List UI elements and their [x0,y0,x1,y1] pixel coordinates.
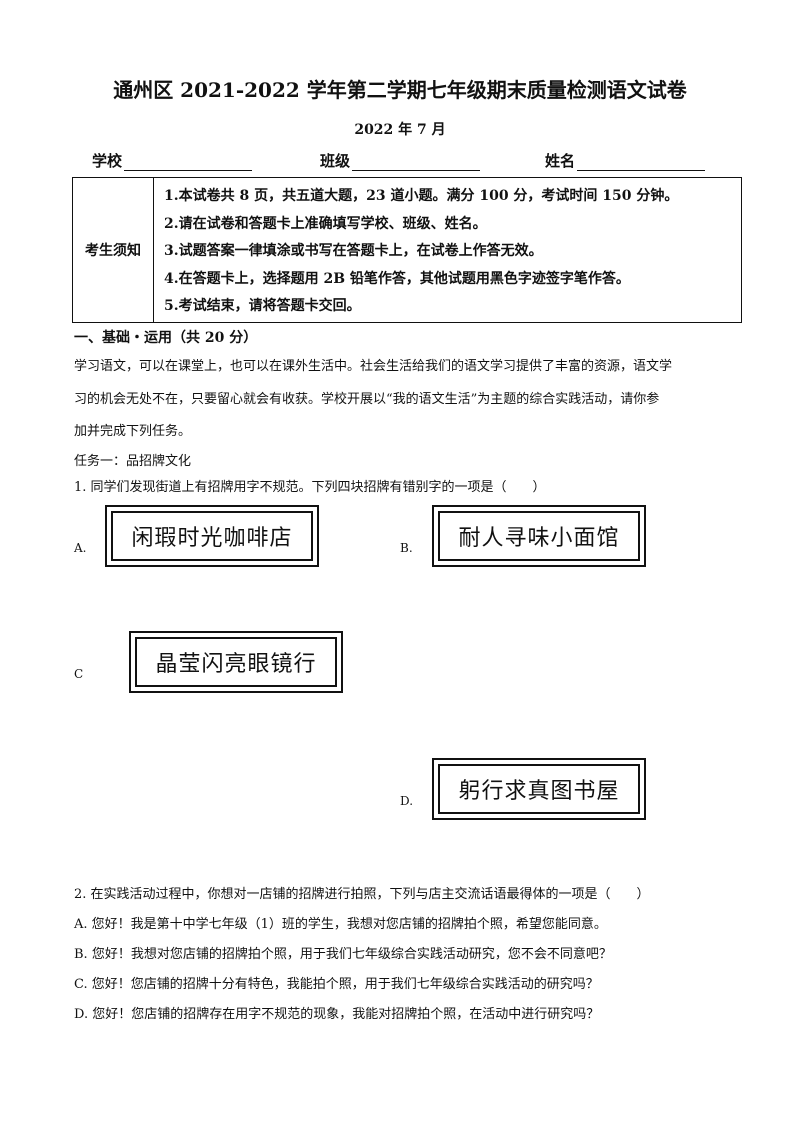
option-d-signboard[interactable]: 躬行求真图书屋 [432,758,646,820]
question-2-option-a[interactable]: A. 您好！我是第十中学七年级（1）班的学生，我想对您店铺的招牌拍个照，希望您能… [74,917,607,932]
question-2-option-b[interactable]: B. 您好！我想对您店铺的招牌拍个照，用于我们七年级综合实践活动研究，您不会不同… [74,947,612,962]
question-2-stem: 2. 在实践活动过程中，你想对一店铺的招牌进行拍照，下列与店主交流话语最得体的一… [74,887,650,902]
school-field: 学校 [92,150,253,171]
notice-rule: 5.考试结束，请将答题卡交回。 [164,298,361,314]
name-label: 姓名 [545,152,576,170]
notice-box: 考生须知 1.本试卷共 8 页，共五道大题，23 道小题。满分 100 分，考试… [72,177,742,323]
option-b-sign-text: 耐人寻味小面馆 [438,511,640,561]
option-b-signboard[interactable]: 耐人寻味小面馆 [432,505,646,567]
notice-rule: 4.在答题卡上，选择题用 2B 铅笔作答，其他试题用黑色字迹签字笔作答。 [164,270,630,287]
school-label: 学校 [92,152,123,170]
task-heading: 任务一：品招牌文化 [74,454,192,469]
school-blank [124,154,253,171]
option-c-signboard[interactable]: 晶莹闪亮眼镜行 [129,631,343,693]
option-b-label[interactable]: B. [400,541,413,555]
class-label: 班级 [320,152,351,170]
notice-rule: 1.本试卷共 8 页，共五道大题，23 道小题。满分 100 分，考试时间 15… [164,188,679,204]
question-1-stem: 1. 同学们发现街道上有招牌用字不规范。下列四块招牌有错别字的一项是（ ） [74,480,546,495]
question-2-option-d[interactable]: D. 您好！您店铺的招牌存在用字不规范的现象，我能对招牌拍个照，在活动中进行研究… [74,1007,600,1022]
option-d-label[interactable]: D. [400,794,414,808]
notice-rules: 1.本试卷共 8 页，共五道大题，23 道小题。满分 100 分，考试时间 15… [164,183,678,321]
class-field: 班级 [320,150,481,171]
name-blank [577,154,706,171]
option-c-label[interactable]: C [74,667,84,681]
intro-line: 学习语文，可以在课堂上，也可以在课外生活中。社会生活给我们的语文学习提供了丰富的… [74,359,673,374]
notice-rule: 2.请在试卷和答题卡上准确填写学校、班级、姓名。 [164,215,487,232]
notice-heading: 考生须知 [73,178,154,322]
option-c-sign-text: 晶莹闪亮眼镜行 [135,637,337,687]
option-a-signboard[interactable]: 闲瑕时光咖啡店 [105,505,319,567]
class-blank [352,154,481,171]
option-d-sign-text: 躬行求真图书屋 [438,764,640,814]
page-title: 通州区 2021-2022 学年第二学期七年级期末质量检测语文试卷 [113,78,687,102]
intro-line: 习的机会无处不在，只要留心就会有收获。学校开展以“我的语文生活”为主题的综合实践… [74,392,660,407]
option-a-sign-text: 闲瑕时光咖啡店 [111,511,313,561]
exam-date: 2022 年 7 月 [354,122,446,138]
intro-line: 加并完成下列任务。 [74,424,192,439]
notice-rule: 3.试题答案一律填涂或书写在答题卡上，在试卷上作答无效。 [164,243,543,259]
name-field: 姓名 [545,150,706,171]
section-heading: 一、基础・运用（共 20 分） [74,330,258,346]
question-2-option-c[interactable]: C. 您好！您店铺的招牌十分有特色，我能拍个照，用于我们七年级综合实践活动的研究… [74,977,599,992]
option-a-label[interactable]: A. [74,541,87,555]
